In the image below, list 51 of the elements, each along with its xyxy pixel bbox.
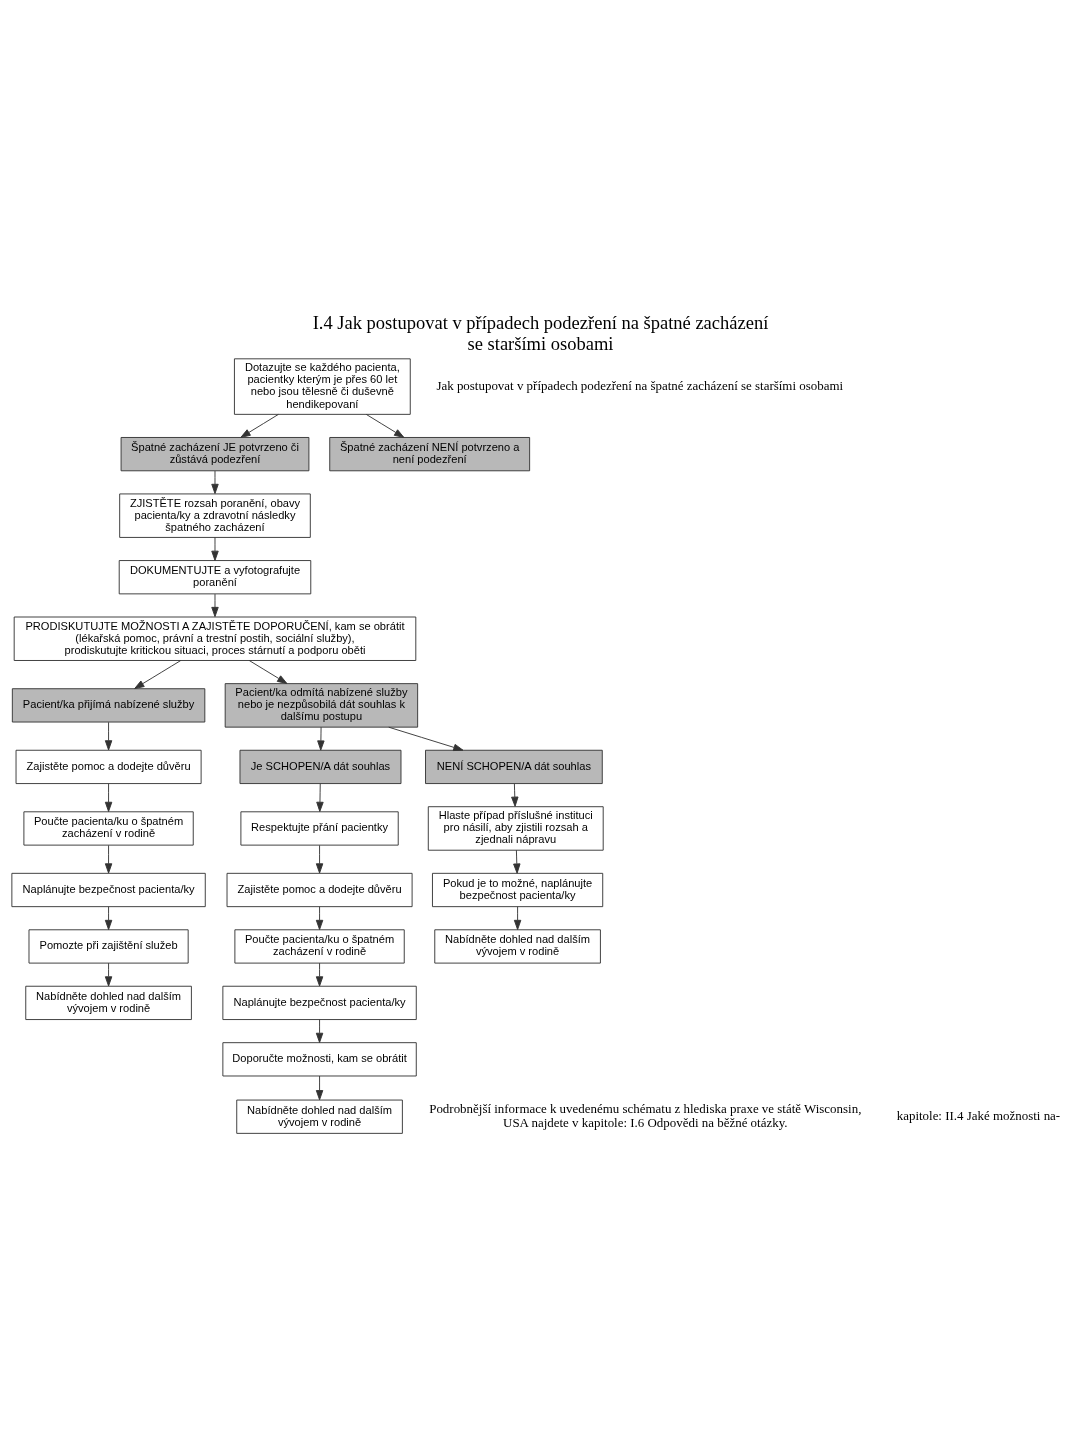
arrow xyxy=(315,962,324,987)
node-box: Respektujte přání pacientky xyxy=(240,811,399,846)
node-box: Pomozte při zajištění služeb xyxy=(28,929,189,964)
arrow xyxy=(211,537,219,561)
arrow xyxy=(315,844,324,874)
node-box: Nabídněte dohled nad dalším vývojem v rodině xyxy=(236,1099,403,1134)
label: Jak postupovat v případech podezření na špatné zacházení se staršími osobami xyxy=(436,378,844,394)
arrow xyxy=(104,721,113,751)
node-box: Naplánujte bezpečnost pacienta/ky xyxy=(222,985,417,1020)
arrow xyxy=(365,413,405,438)
arrow xyxy=(317,726,325,751)
diagram-title: I.4 Jak postupovat v případech podezření na špatné zacházení se staršími osobami xyxy=(312,313,769,354)
node-box: Nabídněte dohled nad dalším vývojem v rodině xyxy=(434,929,601,964)
node-box: Pokud je to možné, naplánujte bezpečnost pacienta/ky xyxy=(432,872,604,908)
node-box: Zajistěte pomoc a dodejte důvěru xyxy=(15,749,202,785)
node-box: NENÍ SCHOPEN/A dát souhlas xyxy=(425,749,603,785)
node-box: ZJISTĚTE rozsah poranění, obavy pacienta/ky a zdravotní následky špatného zacházení xyxy=(119,493,311,538)
arrow xyxy=(513,906,522,931)
node-box: Pacient/ka přijímá nabízené služby xyxy=(11,688,206,723)
arrow xyxy=(240,413,279,438)
arrow xyxy=(315,1075,324,1101)
arrow xyxy=(211,470,219,494)
arrow xyxy=(315,906,324,931)
arrow xyxy=(388,726,464,752)
node-box: Zajistěte pomoc a dodejte důvěru xyxy=(226,872,413,908)
arrow xyxy=(104,962,113,987)
node-box: Špatné zacházení NENÍ potvrzeno a není podezření xyxy=(329,437,531,472)
node-box: Naplánujte bezpečnost pacienta/ky xyxy=(11,872,206,908)
node-box: Pacient/ka odmítá nabízené služby nebo je nezpůsobilá dát souhlas k dalšímu postupu xyxy=(224,683,419,728)
node-box: Je SCHOPEN/A dát souhlas xyxy=(239,749,402,785)
arrow xyxy=(104,783,113,812)
node-box: Poučte pacienta/ku o špatném zacházení v rodině xyxy=(234,929,405,964)
node-box: Doporučte možnosti, kam se obrátit xyxy=(222,1042,417,1077)
node-box: Špatné zacházení JE potvrzeno či zůstává podezření xyxy=(120,437,310,472)
arrow xyxy=(316,783,324,812)
node-box: Poučte pacienta/ku o špatném zacházení v rodině xyxy=(23,811,194,846)
node-box: Nabídněte dohled nad dalším vývojem v rodině xyxy=(25,985,192,1020)
node-box: PRODISKUTUJTE MOŽNOSTI A ZAJISTĚTE DOPORUČENÍ, kam se obrátit (lékařská pomoc, právní a trestní postih, sociální služby), prodiskutujte kritickou situaci, proces stárnutí a podporu oběti xyxy=(13,616,417,661)
arrow xyxy=(315,1019,324,1043)
arrow xyxy=(134,660,182,690)
label: kapitole: II.4 Jaké možnosti na- xyxy=(896,1108,1061,1124)
arrow xyxy=(104,906,113,931)
arrow xyxy=(104,844,113,874)
arrow xyxy=(211,593,219,618)
label: Podrobnější informace k uvedenému schématu z hlediska praxe ve státě Wisconsin, USA najdete v kapitole: I.6 Odpovědi na běžné otázky. xyxy=(429,1101,862,1131)
arrow xyxy=(248,660,288,684)
node-box: Hlaste případ příslušné instituci pro násilí, aby zjistili rozsah a zjednali nápravu xyxy=(427,806,604,851)
arrow xyxy=(513,849,521,874)
node-box: Dotazujte se každého pacienta, pacientky kterým je přes 60 let nebo jsou tělesně či duševně hendikepovaní xyxy=(233,358,411,415)
node-box: DOKUMENTUJTE a vyfotografujte poranění xyxy=(118,560,312,595)
arrow xyxy=(511,783,519,807)
